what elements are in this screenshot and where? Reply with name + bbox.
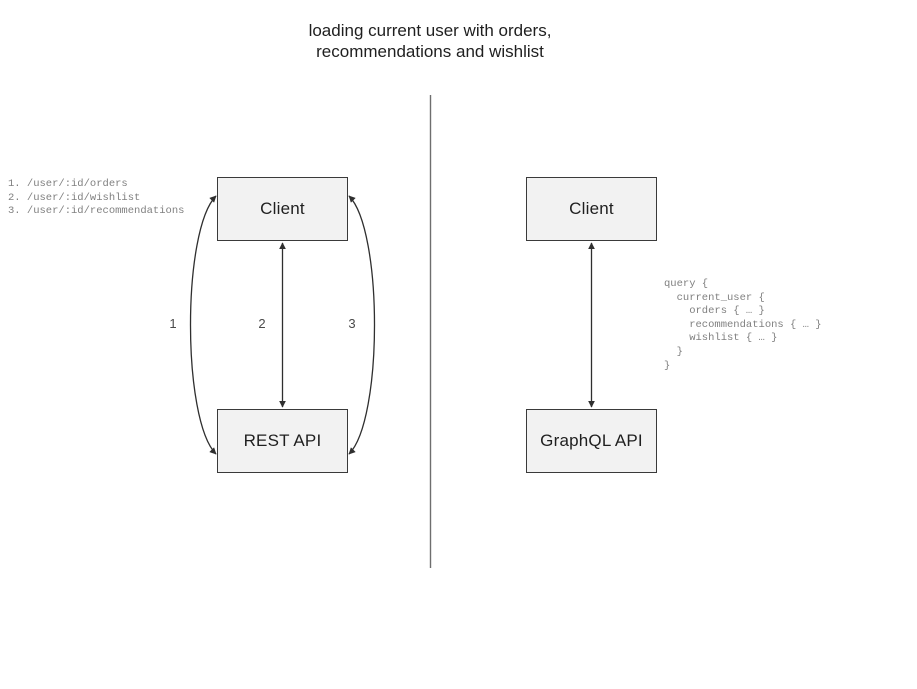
edge-1-path — [189, 195, 217, 455]
node-client-rest-label: Client — [260, 199, 305, 218]
node-rest-api-label: REST API — [243, 431, 322, 450]
graphql-query-snippet: query { current_user { orders { … } reco… — [664, 278, 822, 372]
edge-label-1: 1 — [169, 316, 177, 331]
node-client-graphql-label: Client — [569, 199, 614, 218]
edge-label-3: 3 — [348, 316, 356, 331]
node-rest-api[interactable]: REST API — [217, 409, 348, 473]
node-client-graphql[interactable]: Client — [526, 177, 657, 241]
node-graphql-api-label: GraphQL API — [540, 431, 643, 450]
diagram-title: loading current user with orders, recomm… — [308, 21, 552, 61]
rest-endpoint-list: 1. /user/:id/orders 2. /user/:id/wishlis… — [8, 178, 185, 218]
node-client-rest[interactable]: Client — [217, 177, 348, 241]
edge-label-2: 2 — [258, 316, 266, 331]
node-graphql-api[interactable]: GraphQL API — [526, 409, 657, 473]
panel-divider-hit-area — [424, 95, 437, 568]
